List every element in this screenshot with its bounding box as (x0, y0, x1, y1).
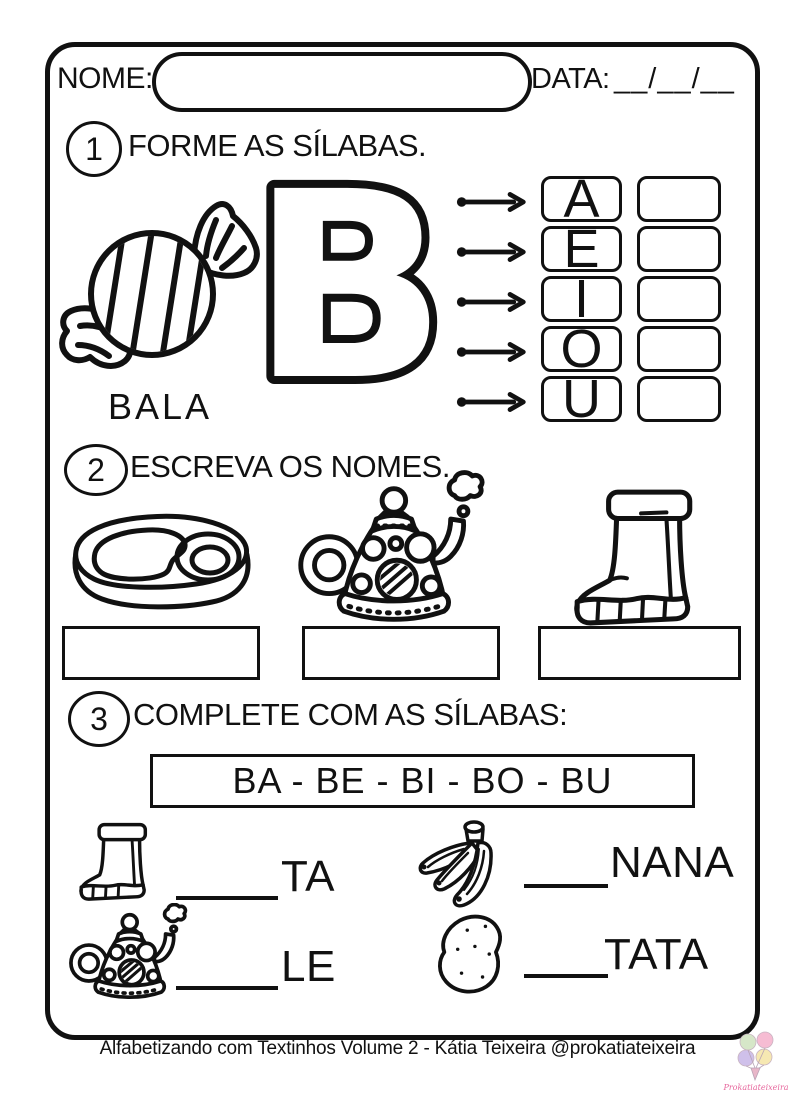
candy-illustration (59, 201, 260, 369)
date-blanks[interactable]: __/__/__ (614, 63, 735, 95)
worksheet-border (45, 42, 760, 1040)
syllable-answer-box-e[interactable] (637, 226, 721, 272)
suffix-ta: TA (281, 852, 335, 901)
section2-number: 2 (87, 451, 105, 488)
boot-illustration-small (79, 822, 148, 901)
arrow-right-icon (456, 242, 526, 262)
syllable-bank-text: BA - BE - BI - BO - BU (232, 760, 613, 801)
vowel-row-o: O (455, 322, 721, 376)
teapot-illustration-small (69, 903, 188, 999)
section1-number-circle: 1 (66, 121, 122, 177)
section1-number: 1 (85, 130, 103, 167)
name-answer-box-1[interactable] (62, 626, 260, 680)
section3-number: 3 (90, 700, 108, 737)
name-label: NOME: (57, 62, 153, 95)
syllable-answer-box-a[interactable] (637, 176, 721, 222)
arrow-right-icon (456, 292, 526, 312)
arrow-right-icon (456, 342, 526, 362)
vowel-row-u: U (455, 372, 721, 426)
vowel-box-u: U (541, 372, 622, 426)
section3-number-circle: 3 (68, 691, 130, 747)
name-answer-box-2[interactable] (302, 626, 500, 680)
syllable-blank-4[interactable] (524, 950, 608, 978)
balloons-pencil-logo: Prokatiateixeira (722, 1031, 789, 1092)
bubble-letter-b: B (253, 163, 445, 411)
date-label: DATA: (531, 63, 610, 95)
section2-title: ESCREVA OS NOMES. (130, 449, 450, 484)
svg-text:B: B (253, 163, 445, 411)
arrow-right-icon (456, 192, 526, 212)
syllable-blank-1[interactable] (176, 872, 278, 900)
name-answer-box-3[interactable] (538, 626, 741, 680)
teapot-illustration (298, 470, 485, 622)
vowel-row-a: A (455, 172, 721, 226)
vowel-box-e: E (541, 222, 622, 276)
vowel-rows: A E I (455, 172, 721, 426)
steak-illustration (72, 513, 251, 610)
syllable-answer-box-o[interactable] (637, 326, 721, 372)
suffix-nana: NANA (610, 838, 735, 887)
vowel-box-o: O (541, 322, 622, 376)
section3-title: COMPLETE COM AS SÍLABAS: (133, 697, 568, 732)
suffix-tata: TATA (604, 930, 709, 979)
syllable-bank-box: BA - BE - BI - BO - BU (150, 754, 695, 808)
suffix-le: LE (281, 942, 336, 991)
syllable-blank-3[interactable] (176, 962, 278, 990)
syllable-answer-box-i[interactable] (637, 276, 721, 322)
vowel-box-i: I (541, 272, 622, 326)
word-label-bala: BALA (108, 386, 213, 427)
potato-illustration (438, 914, 503, 994)
footer-credit: Alfabetizando com Textinhos Volume 2 - K… (99, 1038, 696, 1059)
svg-text:Prokatiateixeira: Prokatiateixeira (722, 1083, 788, 1092)
syllable-answer-box-u[interactable] (637, 376, 721, 422)
syllable-blank-2[interactable] (524, 860, 608, 888)
name-input-oval[interactable] (152, 52, 532, 112)
vowel-row-i: I (455, 272, 721, 326)
vowel-row-e: E (455, 222, 721, 276)
section2-number-circle: 2 (64, 444, 128, 496)
section1-title: FORME AS SÍLABAS. (128, 128, 427, 163)
vowel-box-a: A (541, 172, 622, 226)
boot-illustration (574, 489, 693, 626)
arrow-right-icon (456, 392, 526, 412)
bananas-illustration (418, 820, 493, 908)
